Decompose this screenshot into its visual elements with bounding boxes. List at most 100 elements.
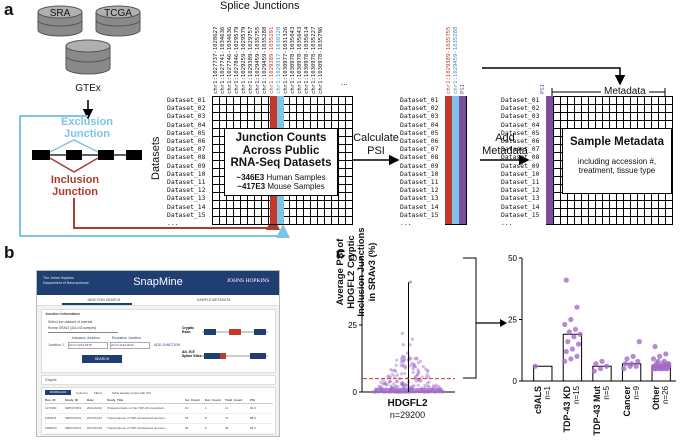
- active-tab-indicator: [62, 303, 132, 305]
- c-right-point: [636, 339, 642, 345]
- junction1-label: Junction 1: [48, 343, 64, 347]
- c-left-point: [416, 360, 420, 365]
- c-left-point: [432, 385, 436, 389]
- app-header-bar: The Johns Hopkins Department of Neurosci…: [37, 271, 279, 295]
- add-metadata-label: Add Metadata: [482, 132, 528, 157]
- c-right-point: [661, 358, 667, 364]
- download-results-button[interactable]: DOWNLOAD RESULTS: [45, 390, 71, 399]
- table-cell: 1080211: [45, 416, 57, 420]
- c-left-point: [393, 368, 397, 372]
- c-left-point: [389, 384, 393, 388]
- table-header-cell[interactable]: PSI: [250, 398, 255, 402]
- c-right-point: [575, 341, 582, 347]
- c-left-point: [381, 382, 385, 386]
- human-samples-number: ~346E3: [236, 172, 265, 182]
- dataset-row-label: Dataset_13: [400, 194, 439, 203]
- c-left-point: [403, 371, 407, 376]
- junction1-input[interactable]: chr17:1234-5678: [68, 342, 108, 349]
- inclusion-toggle-label[interactable]: Inclusion Junction: [72, 336, 100, 340]
- c-right-point: [562, 358, 568, 364]
- c-right-point: [652, 343, 658, 350]
- c-left-point: [411, 384, 415, 388]
- c-right-point: [532, 363, 538, 369]
- table-header-cell[interactable]: Run_ID: [45, 398, 56, 402]
- c-left-point: [416, 383, 420, 387]
- c-left-point: [395, 379, 399, 383]
- table-cell: 2021/11/22: [87, 406, 102, 410]
- sort-note: Table already sorted with PSI: [112, 391, 151, 395]
- c-left-point: [379, 380, 383, 384]
- dataset-row-label: Dataset_02: [167, 104, 206, 113]
- c-left-point: [400, 383, 404, 387]
- exclusion-toggle-label[interactable]: Exclusion Junction: [112, 336, 141, 340]
- c-right-point: [568, 316, 574, 323]
- c-left-point: [434, 385, 438, 389]
- c-right-ytick-label: 0: [513, 377, 518, 386]
- table-header-cell[interactable]: Study_Title: [107, 398, 124, 402]
- c-left-point: [414, 365, 418, 369]
- sample-metadata-line2: treatment, tissue type: [578, 166, 656, 175]
- table-cell: 1080210: [45, 426, 57, 430]
- dataset-row-label: Dataset_04: [167, 120, 206, 129]
- c-right-point: [657, 353, 663, 359]
- c-left-point: [383, 380, 387, 384]
- junction2-input[interactable]: chr17:1234-9012: [110, 342, 150, 349]
- search-button[interactable]: SEARCH: [82, 355, 122, 363]
- c-right-bar: [592, 365, 612, 382]
- c-right-point: [666, 361, 672, 367]
- c-left-max-point: [408, 280, 413, 284]
- dataset-row-label: Dataset_15: [167, 210, 206, 219]
- c-left-point: [419, 379, 423, 383]
- c-left-n: n=29200: [389, 410, 426, 420]
- dataset-row-label: Dataset_05: [167, 128, 206, 137]
- c-left-point: [417, 371, 421, 375]
- c-right-point: [630, 353, 636, 359]
- dataset-select[interactable]: Human SRAv3 (316,443 samples): [48, 326, 118, 333]
- c-left-point: [382, 382, 387, 386]
- junction-counts-box: Junction Counts Across Public RNA-Seq Da…: [224, 128, 338, 196]
- tab-bar: JUNCTION SEARCH SAMPLE METADATA: [37, 295, 279, 306]
- department-logo: The Johns Hopkins Department of Neurosci…: [43, 276, 89, 285]
- tab-junction-search[interactable]: JUNCTION SEARCH: [87, 298, 121, 302]
- table-header-cell[interactable]: Study_ID: [65, 398, 79, 402]
- graphs-section[interactable]: Graphs: [41, 375, 276, 385]
- c-right-group-name: c9ALS: [532, 386, 543, 415]
- tab-sample-metadata[interactable]: SAMPLE METADATA: [197, 298, 231, 302]
- c-left-point: [378, 385, 383, 389]
- c-left-point: [400, 380, 405, 385]
- table-header-cell[interactable]: Total_Count: [225, 398, 243, 402]
- add-junction-button[interactable]: ADD JUNCTION: [154, 343, 181, 347]
- c-left-point: [424, 375, 429, 379]
- c-left-point: [416, 370, 420, 374]
- c-left-point: [412, 363, 416, 367]
- metadata-label: Metadata: [601, 86, 649, 97]
- dataset-row-label: Dataset_02: [501, 104, 540, 113]
- c-left-point: [404, 364, 408, 369]
- c-right-group-name: Other: [651, 386, 662, 411]
- human-samples-text: Human Samples: [264, 172, 326, 182]
- table-cell: 36: [225, 426, 229, 430]
- table-header-cell[interactable]: Date: [87, 398, 94, 402]
- c-left-ytick-label: 25: [348, 321, 357, 330]
- database-gtex-icon: [65, 39, 111, 75]
- c-left-point: [437, 385, 441, 389]
- sample-metadata-box: Sample Metadata including accession #, t…: [562, 128, 672, 194]
- dataset-row-label: Dataset_07: [501, 145, 540, 154]
- dataset-row-label: Dataset_10: [501, 169, 540, 178]
- c-right-point: [568, 356, 574, 362]
- c-left-point: [425, 372, 429, 377]
- filters-button[interactable]: Filters: [94, 391, 103, 395]
- dataset-row-label: Dataset_02: [400, 104, 439, 113]
- junction-info-heading: Junction Information: [45, 312, 80, 316]
- table-header-cell[interactable]: Inc_Count: [185, 398, 200, 402]
- c-left-point: [421, 364, 425, 369]
- panel-a-drawing: [19, 5, 666, 238]
- c-left-point: [427, 375, 431, 379]
- columns-button[interactable]: Columns: [76, 391, 88, 395]
- table-header-cell[interactable]: Exc_Count: [205, 398, 221, 402]
